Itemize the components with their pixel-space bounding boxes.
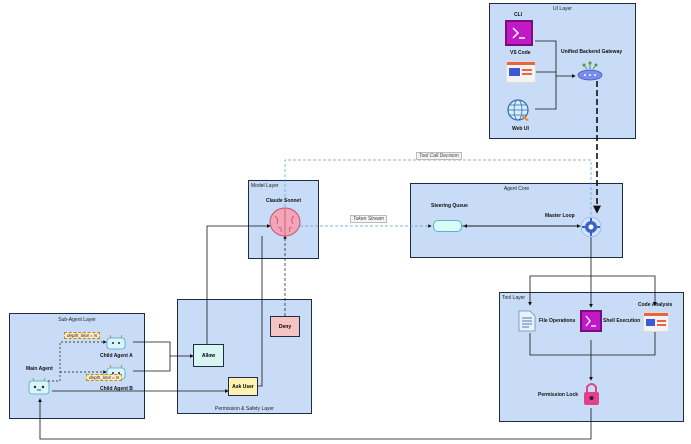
cli-terminal-icon[interactable] [505,20,533,46]
gear-icon[interactable] [580,216,602,238]
child-a-label: Child Agent A [100,353,133,359]
agent-core-title: Agent Core [503,186,530,192]
tool-layer-title: Tool Layer [502,295,526,301]
cli-label: CLI [514,12,523,18]
permission-title: Permission & Safety Layer [215,406,274,412]
shell-terminal-icon[interactable] [580,310,602,332]
model-label: Claude Sonnet [266,198,302,204]
lock-label: Permission Lock [538,392,579,398]
depth-limit-b: depth_limit = N [86,374,123,381]
token-stream-label: Token Stream [350,215,387,223]
deny-box[interactable]: Deny [270,316,300,337]
steering-label: Steering Queue [431,203,468,209]
code-window-icon[interactable] [643,312,669,332]
tool-call-decision-label: Tool Call Decision [416,152,462,160]
depth-limit-a: depth_limit = N [64,332,101,339]
lock-icon[interactable] [583,381,600,406]
main-agent-robot-icon[interactable] [28,377,50,395]
sub-agent-layer: Sub-Agent Layer [9,313,145,419]
master-label: Master Loop [545,213,575,219]
vscode-label: VS Code [510,50,531,56]
child-b-label: Child Agent B [100,386,133,392]
allow-box[interactable]: Allow [193,344,224,367]
ui-layer-title: UI Layer [553,6,572,12]
gateway-cloud-icon[interactable] [576,61,604,81]
model-layer-title: Model Layer [251,183,279,189]
brain-icon[interactable] [268,206,303,239]
steering-queue-box[interactable] [433,220,462,232]
file-document-icon[interactable] [518,310,536,332]
webui-label: Web UI [512,126,529,132]
file-ops-label: File Operations [539,318,576,324]
main-agent-label: Main Agent [26,366,53,372]
child-agent-a-robot-icon[interactable] [106,334,126,350]
code-label: Code Analysis [638,302,673,308]
web-globe-icon[interactable] [506,98,531,123]
ask-user-box[interactable]: Ask User [228,377,258,396]
gateway-label: Unified Backend Gateway [561,49,623,55]
shell-label: Shell Execution [603,318,641,324]
vscode-window-icon[interactable] [506,61,536,83]
sub-agent-title: Sub-Agent Layer [58,317,96,323]
